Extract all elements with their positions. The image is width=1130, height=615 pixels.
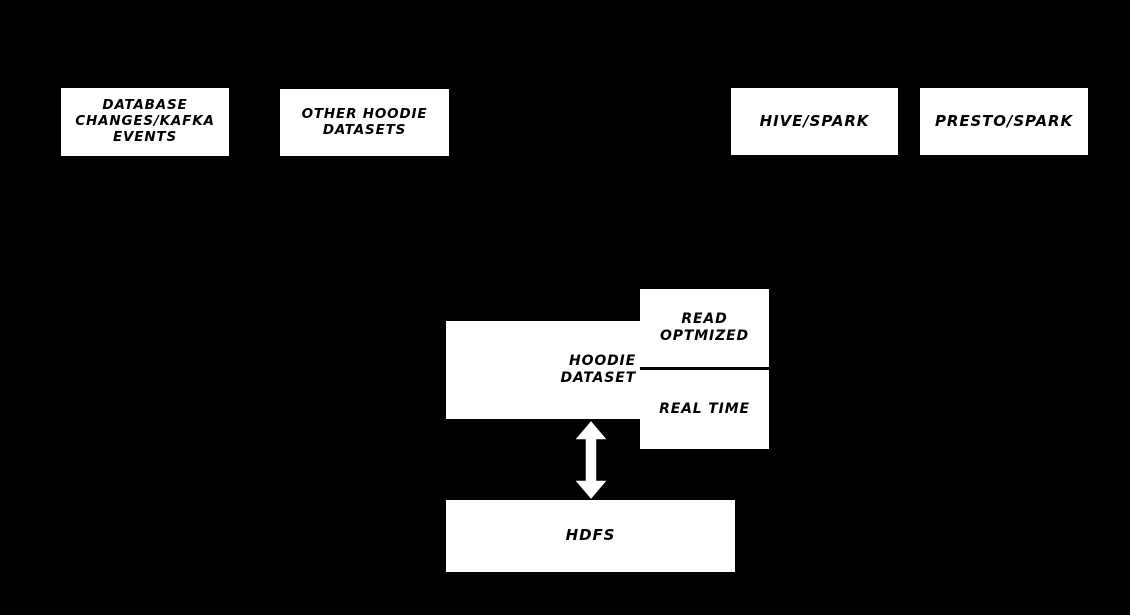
bidirectional-arrow-svg [572,419,610,501]
node-label: HIVE/SPARK [759,111,870,130]
node-presto-spark[interactable]: PRESTO/SPARK [920,88,1088,155]
node-real-time-view[interactable]: REAL TIME [640,370,769,449]
node-label: READ OPTMIZED [660,311,749,344]
node-label: REAL TIME [659,401,750,418]
node-other-hoodie-datasets[interactable]: OTHER HOODIE DATASETS [280,89,449,156]
node-label: HOODIE DATASET [560,353,636,386]
bidirectional-arrow-icon [572,419,610,501]
node-label: PRESTO/SPARK [934,111,1074,130]
node-hdfs[interactable]: HDFS [446,500,735,572]
node-hoodie-dataset[interactable]: HOODIE DATASET [446,321,640,419]
node-read-optimized-view[interactable]: READ OPTMIZED [640,289,769,370]
node-hive-spark[interactable]: HIVE/SPARK [731,88,898,155]
node-label: OTHER HOODIE DATASETS [301,105,428,138]
node-database-changes-kafka-events[interactable]: DATABASE CHANGES/KAFKA EVENTS [61,88,229,156]
node-label: DATABASE CHANGES/KAFKA EVENTS [75,97,215,145]
node-label: HDFS [565,526,616,545]
